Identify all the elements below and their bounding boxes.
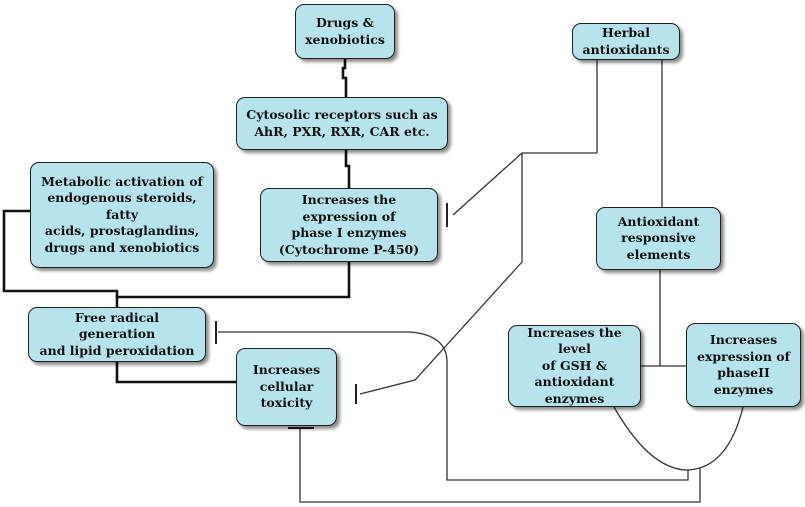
connector-receptors-phase1 xyxy=(344,150,351,188)
connector-herbal-phase1-inhibit xyxy=(452,152,597,216)
node-free-radical-generation: Free radical generation and lipid peroxi… xyxy=(28,307,206,362)
node-herbal-antioxidants: Herbal antioxidants xyxy=(572,23,680,60)
connector-herbal-toxicity-inhibit xyxy=(359,153,523,395)
node-metabolic-activation: Metabolic activation of endogenous stero… xyxy=(30,162,214,268)
node-cytosolic-receptors: Cytosolic receptors such as AhR, PXR, RX… xyxy=(236,97,448,150)
node-gsh-antioxidant-enzymes: Increases the level of GSH & antioxidant… xyxy=(508,325,641,407)
node-cellular-toxicity: Increases cellular toxicity xyxy=(236,348,337,426)
connector-freeradical-toxicity xyxy=(115,362,236,384)
node-phase1-enzymes: Increases the expression of phase I enzy… xyxy=(260,188,438,262)
connector-gsh-freeradical-inhibit xyxy=(218,331,689,481)
node-drugs-xenobiotics: Drugs & xenobiotics xyxy=(295,4,395,59)
connector-enzymes-arc xyxy=(613,406,744,471)
connector-metabolic-freeradical xyxy=(2,209,119,297)
node-phase2-enzymes: Increases expression of phaseII enzymes xyxy=(686,323,801,407)
connector-drugs-receptors xyxy=(341,58,348,97)
node-antioxidant-responsive-elements: Antioxidant responsive elements xyxy=(596,207,721,270)
connector-phase1-freeradical xyxy=(115,262,351,307)
connector-phase2-toxicity-inhibit xyxy=(299,428,701,503)
